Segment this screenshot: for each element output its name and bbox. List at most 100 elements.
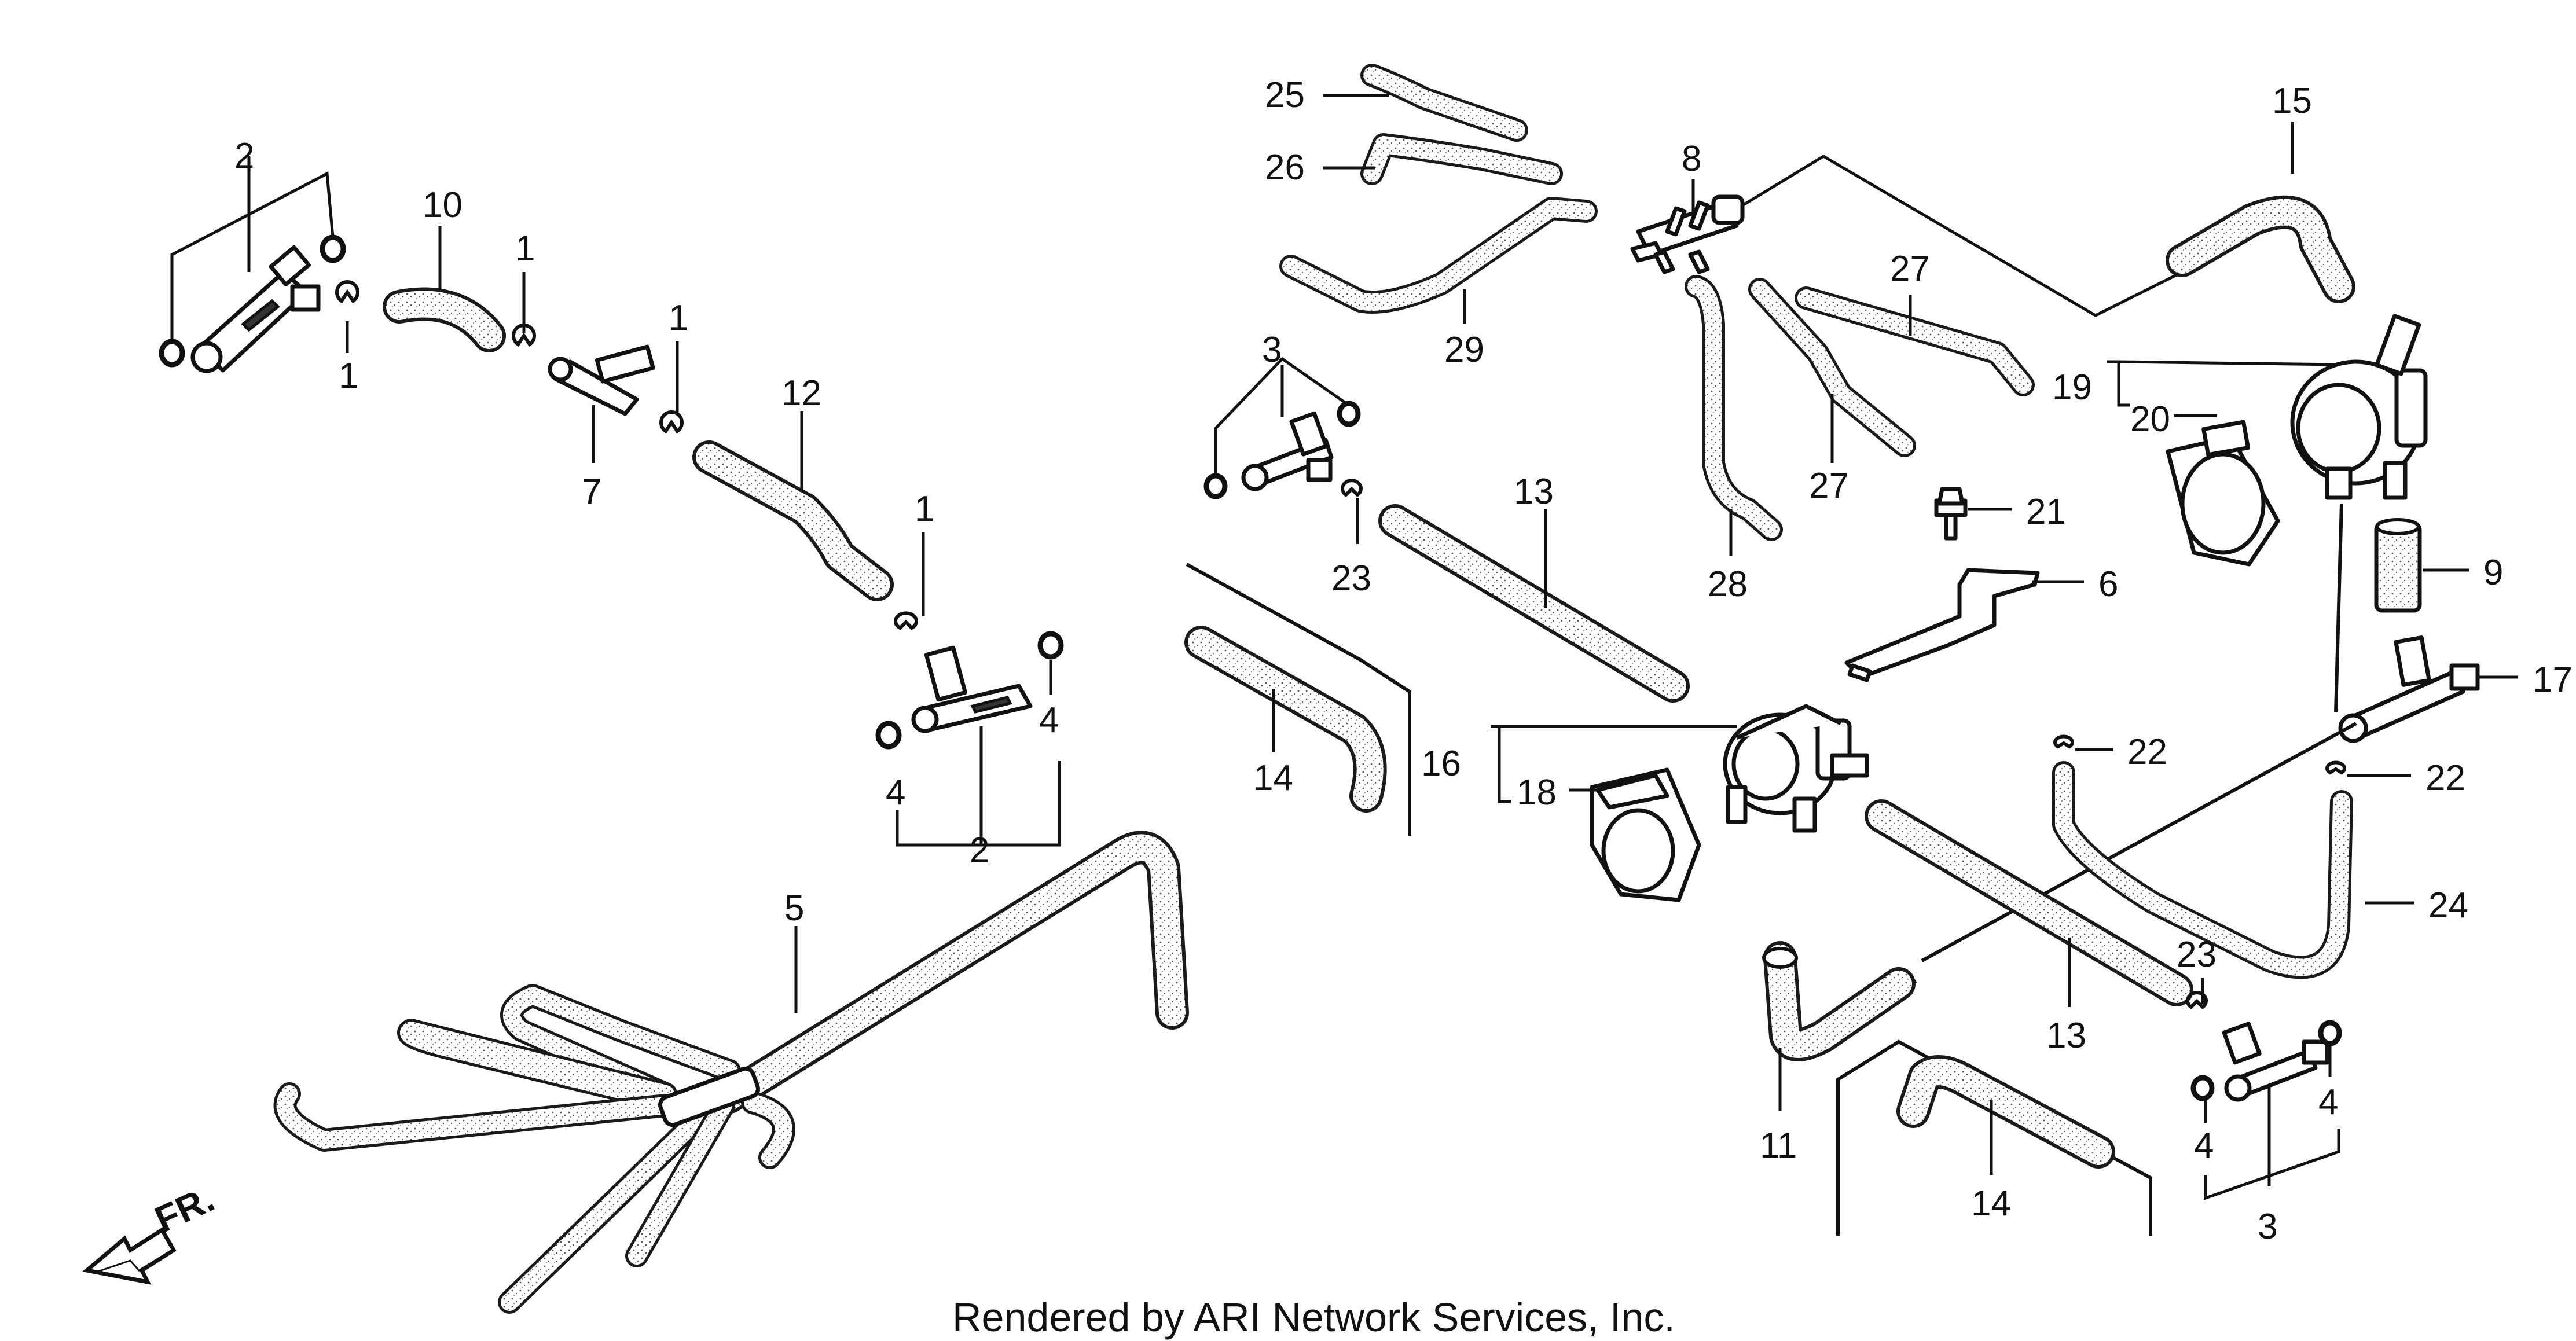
callout-12: 12 (781, 373, 821, 413)
callout-20: 20 (2130, 399, 2170, 439)
t-joint-part-3-bottom (2222, 1022, 2329, 1102)
pump-holder-part-20 (2166, 420, 2280, 567)
hose-clip-23-a (1341, 479, 1363, 497)
hose-assembly-part-5 (273, 831, 1189, 1314)
callout-9: 9 (2483, 553, 2503, 593)
callout-4-bottom-left: 4 (2194, 1126, 2214, 1166)
washer-3-left (1203, 473, 1228, 499)
callout-22-a: 22 (2127, 732, 2167, 772)
callout-28: 28 (1708, 564, 1748, 604)
callout-4-bottom-right: 4 (2318, 1082, 2338, 1122)
hose-clip-1a (335, 280, 359, 304)
bolt-part-21 (1934, 487, 1968, 541)
leader-16 (1491, 725, 1737, 803)
hose-part-13-bottom (1865, 799, 2193, 1006)
hose-clip-1c (659, 410, 684, 434)
t-joint-part-17 (2338, 635, 2480, 743)
callout-22-b: 22 (2425, 758, 2465, 798)
washer-4-bottom-right (2318, 1020, 2342, 1046)
hose-part-15 (2166, 195, 2355, 303)
callout-1d: 1 (915, 489, 934, 529)
washer-4-right (1037, 631, 1064, 660)
callout-23-b: 23 (2177, 935, 2217, 975)
callout-21: 21 (2026, 492, 2066, 532)
connector-line-19-17 (2334, 503, 2343, 712)
washer-4-left (875, 721, 902, 750)
hose-clip-22-a (2053, 734, 2074, 749)
hose-part-14-bottom (1896, 1055, 2115, 1169)
callout-5: 5 (784, 888, 804, 928)
callout-27-b: 27 (1809, 466, 1849, 506)
t-joint-part-3-top (1241, 411, 1334, 491)
callout-29: 29 (1444, 330, 1484, 370)
washer-left-1 (159, 339, 185, 368)
callout-2-top: 2 (234, 136, 254, 176)
hose-part-25 (1360, 64, 1528, 142)
callout-3-top: 3 (1262, 330, 1282, 370)
callout-3-bottom: 3 (2258, 1207, 2277, 1247)
hose-clip-23-b (2186, 991, 2208, 1009)
callout-18: 18 (1517, 773, 1557, 813)
hose-part-27-a (1795, 286, 2035, 396)
fuel-pump-part-19 (2290, 314, 2428, 500)
hose-part-27-b (1748, 278, 1916, 457)
callout-19: 19 (2052, 368, 2092, 407)
callout-15: 15 (2272, 81, 2312, 121)
leader-3-bottom (2204, 1088, 2340, 1200)
washer-3-right (1337, 401, 1361, 427)
separator-line-center (1186, 563, 1411, 836)
callout-11: 11 (1760, 1126, 1797, 1166)
hose-clip-22-b (2325, 760, 2346, 775)
callout-1c: 1 (669, 298, 688, 338)
callout-7: 7 (582, 472, 601, 512)
hose-part-10 (383, 287, 506, 352)
t-joint-part-2-bottom (911, 645, 1033, 733)
fuel-pump-part-16 (1723, 704, 1869, 833)
callout-2-bottom: 2 (970, 831, 989, 870)
callout-14-b: 14 (1971, 1184, 2011, 1224)
callout-25: 25 (1265, 75, 1305, 115)
callout-10: 10 (423, 185, 463, 225)
leader-2-top (170, 156, 335, 341)
callout-26: 26 (1265, 148, 1305, 188)
pump-holder-part-18 (1590, 767, 1701, 902)
front-direction-indicator: FR. (82, 1178, 221, 1285)
callout-8: 8 (1682, 139, 1701, 179)
hose-part-14-top (1184, 626, 1387, 813)
callout-16: 16 (1421, 744, 1461, 784)
leader-19 (2107, 360, 2339, 407)
credit-text: Rendered by ARI Network Services, Inc. (952, 1295, 1675, 1340)
separator-line-14-bottom (1836, 1039, 2152, 1236)
callout-14-a: 14 (1253, 758, 1293, 798)
leader-3-top (1214, 357, 1350, 475)
hose-clip-1b (512, 324, 536, 347)
callout-17: 17 (2533, 660, 2573, 700)
hose-clip-1d (894, 611, 918, 630)
callout-4-right: 4 (1039, 700, 1059, 740)
leader-2-bottom (896, 726, 1061, 847)
hose-part-26 (1360, 133, 1563, 185)
washer-4-bottom-left (2190, 1075, 2215, 1101)
t-joint-part-7 (548, 344, 655, 416)
hose-part-24 (2052, 761, 2353, 979)
hose-part-11 (1762, 941, 1916, 1061)
bracket-part-6 (1844, 568, 2040, 682)
callout-27-a: 27 (1890, 249, 1930, 289)
hose-part-29 (1279, 197, 1598, 314)
hose-part-13-top (1378, 504, 1690, 703)
t-joint-part-2-top (190, 245, 321, 373)
washer-left-2 (320, 234, 346, 263)
callout-1b: 1 (515, 229, 535, 269)
callout-4-left: 4 (886, 773, 905, 813)
callout-23-a: 23 (1331, 559, 1371, 598)
hose-part-12 (692, 440, 894, 601)
callout-1a: 1 (339, 356, 358, 396)
callout-13-b: 13 (2046, 1016, 2086, 1056)
manifold-part-8 (1630, 194, 1745, 274)
callout-6: 6 (2098, 564, 2118, 604)
callout-24: 24 (2428, 886, 2468, 925)
leader-8-15-link (1741, 155, 2178, 317)
hose-part-28 (1685, 275, 1783, 541)
callout-13-a: 13 (1514, 472, 1554, 512)
